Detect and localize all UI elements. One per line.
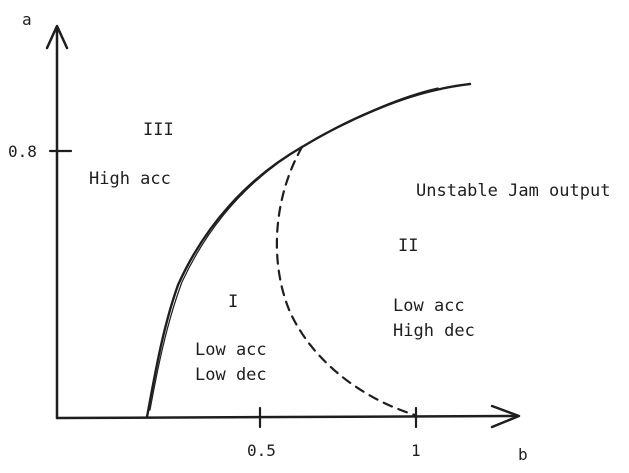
region-ii: II Low acc High dec xyxy=(393,236,475,341)
x-axis-line xyxy=(55,414,520,420)
unstable-jam-output-label: Unstable Jam output xyxy=(416,181,610,201)
solid-boundary-curve xyxy=(145,82,472,419)
dashed-boundary-curve xyxy=(275,145,417,417)
region-iii-numeral: III xyxy=(143,120,174,140)
region-iii: III High acc xyxy=(89,120,174,189)
x-axis-label: b xyxy=(518,445,528,464)
region-i: I Low acc Low dec xyxy=(195,292,267,385)
axes xyxy=(45,24,521,429)
y-tick-label: 0.8 xyxy=(8,142,37,161)
region-i-numeral: I xyxy=(228,292,238,312)
region-ii-line1: Low acc xyxy=(393,296,465,316)
region-ii-numeral: II xyxy=(398,236,418,256)
y-axis-arrowhead xyxy=(45,24,69,50)
region-ii-line2: High dec xyxy=(393,321,475,341)
x-tick-label-0-5: 0.5 xyxy=(247,441,276,460)
region-iii-description: High acc xyxy=(89,169,171,189)
x-axis-arrowhead xyxy=(490,404,521,429)
x-tick-label-1: 1 xyxy=(411,441,421,460)
y-axis-label: a xyxy=(22,10,32,29)
region-i-line2: Low dec xyxy=(195,365,267,385)
region-i-line1: Low acc xyxy=(195,340,267,360)
